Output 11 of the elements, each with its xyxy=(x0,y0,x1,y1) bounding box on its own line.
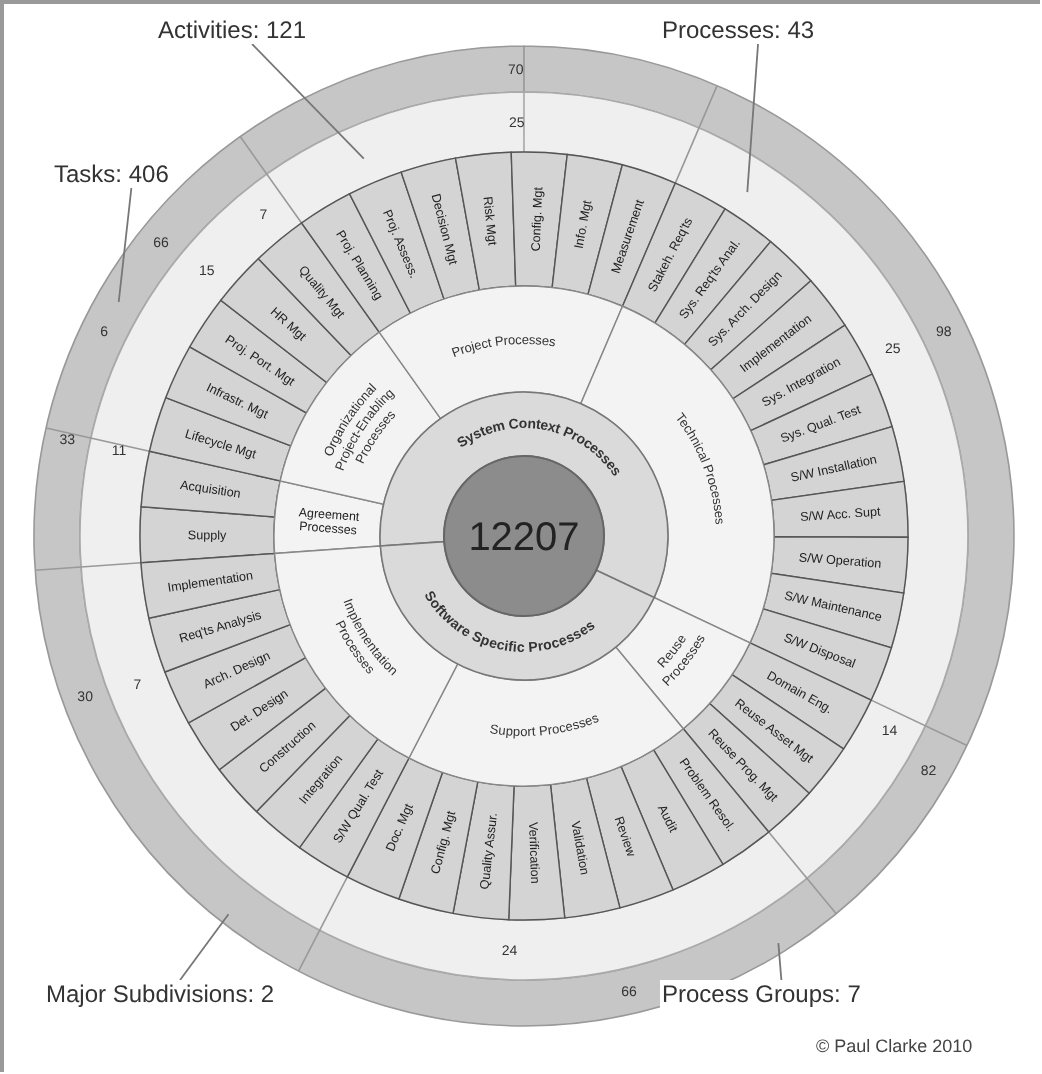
count-label: Processes: 43 xyxy=(660,16,817,44)
leader-line xyxy=(117,187,133,303)
count-label: Process Groups: 7 xyxy=(660,980,863,1008)
leader-line xyxy=(746,43,759,194)
leader-line xyxy=(251,43,365,160)
count-label: Tasks: 406 xyxy=(52,160,171,188)
count-label: Activities: 121 xyxy=(156,16,309,44)
leader-line xyxy=(179,913,230,981)
count-label: Major Subdivisions: 2 xyxy=(44,980,277,1008)
leader-line xyxy=(777,942,783,981)
copyright-note: © Paul Clarke 2010 xyxy=(816,1036,973,1056)
